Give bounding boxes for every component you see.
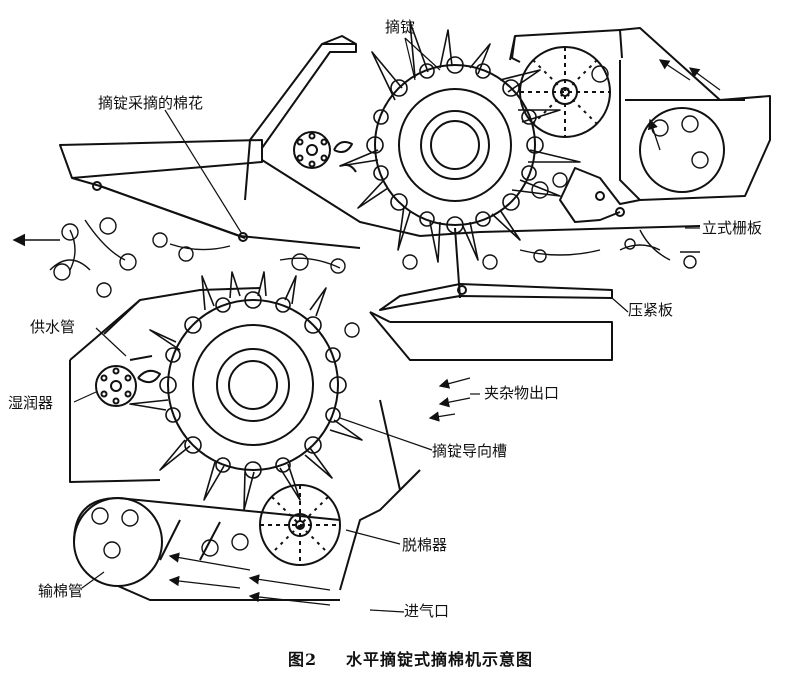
lower-doffer [259, 484, 341, 566]
cotton-basket [59, 139, 361, 249]
label-moistener: 湿润器 [8, 394, 54, 412]
label-picked-cotton: 摘锭采摘的棉花 [98, 94, 204, 112]
label-vertical-grid: 立式栅板 [702, 219, 763, 237]
leader-lines [73, 37, 700, 613]
pressure-plate [379, 283, 613, 311]
label-spindle-guide: 摘锭导向槽 [432, 442, 508, 460]
label-conveying-duct: 输棉管 [38, 582, 84, 600]
figure-number: 图2 [288, 650, 318, 669]
lower-spindles [129, 271, 363, 511]
label-doffer: 脱棉器 [402, 536, 448, 554]
lower-conveying-duct [73, 497, 341, 601]
upper-spindle-drum [366, 56, 544, 234]
lower-moistener [95, 355, 161, 407]
label-trash-outlet: 夹杂物出口 [484, 384, 560, 402]
lower-spindle-drum [159, 291, 347, 479]
upper-doffer [519, 46, 611, 138]
lower-housing [69, 287, 613, 591]
upper-right-duct [559, 27, 771, 223]
airflow-arrows [12, 59, 721, 606]
figure-title: 水平摘锭式摘棉机示意图 [346, 650, 534, 669]
upper-moistener [293, 131, 357, 173]
cotton-plants [49, 65, 709, 559]
label-air-inlet: 进气口 [404, 602, 450, 620]
label-water-pipe: 供水管 [30, 318, 76, 336]
label-spindle: 摘锭 [385, 18, 416, 36]
label-pressure-plate: 压紧板 [628, 301, 674, 319]
